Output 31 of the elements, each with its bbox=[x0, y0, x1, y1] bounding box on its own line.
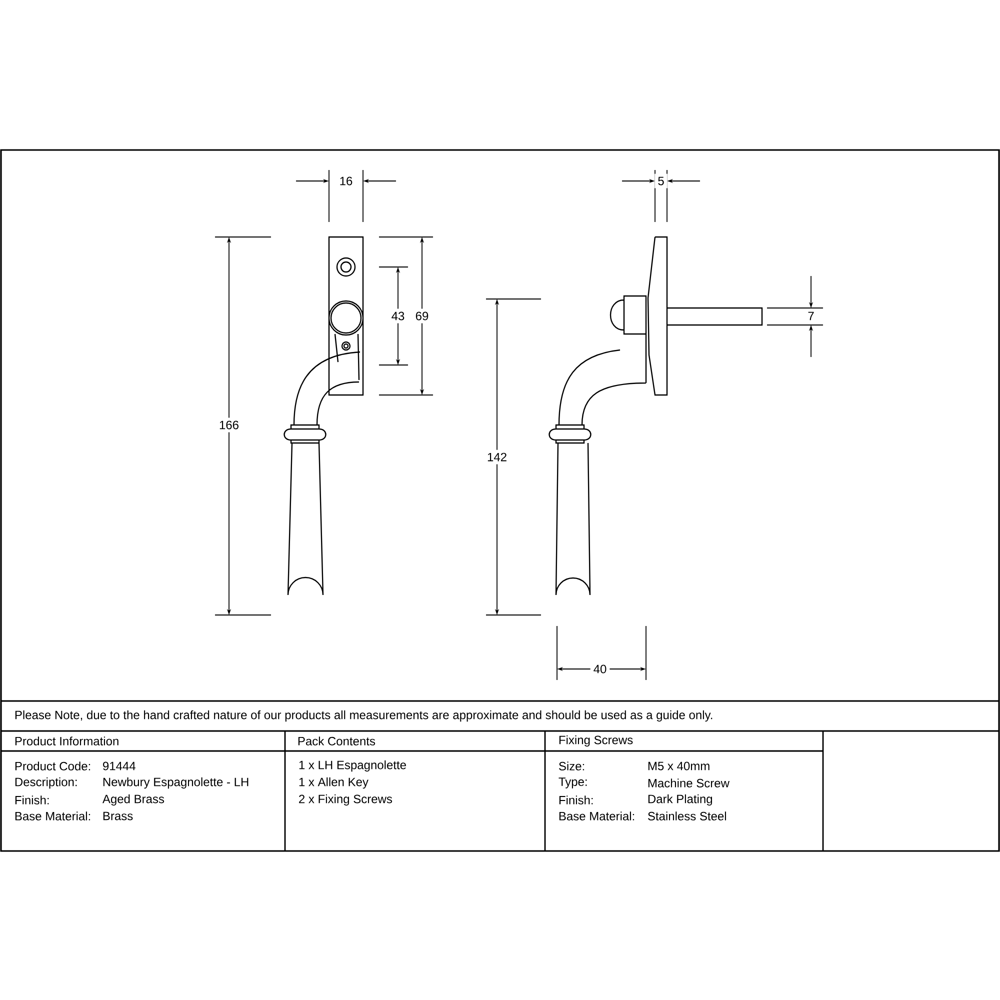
note-text: Please Note, due to the hand crafted nature of our products all measurements are approximate and should be used as a guide only. bbox=[15, 710, 712, 722]
dimension-value: 166 bbox=[216, 418, 242, 432]
field-label: Type: bbox=[558, 778, 587, 788]
field-label: Base Material: bbox=[559, 812, 634, 820]
list-item: 2 x Fixing Screws bbox=[299, 794, 392, 806]
field-value: Stainless Steel bbox=[648, 812, 726, 820]
dimension-value: 69 bbox=[412, 308, 432, 324]
dimension-value: 40 bbox=[590, 662, 610, 676]
field-value: Aged Brass bbox=[102, 794, 164, 806]
dimension-value: 16 bbox=[336, 174, 356, 188]
list-item: 1 x Allen Key bbox=[299, 777, 368, 789]
field-label: Finish: bbox=[559, 796, 593, 804]
column-heading: Pack Contents bbox=[298, 736, 376, 746]
dimension-value: 5 bbox=[654, 174, 668, 188]
field-value: 91444 bbox=[103, 762, 136, 770]
dimension-value: 7 bbox=[804, 308, 818, 324]
field-label: Description: bbox=[15, 777, 77, 789]
field-value: Newbury Espagnolette - LH bbox=[103, 777, 248, 789]
field-value: Machine Screw bbox=[648, 778, 730, 788]
dimension-value: 43 bbox=[388, 308, 408, 324]
list-item: 1 x LH Espagnolette bbox=[299, 760, 406, 772]
dimension-value: 142 bbox=[484, 450, 510, 464]
field-value: Brass bbox=[103, 812, 133, 820]
field-value: Dark Plating bbox=[648, 794, 712, 806]
column-heading: Fixing Screws bbox=[559, 735, 633, 747]
column-heading: Product Information bbox=[15, 736, 118, 746]
field-label: Product Code: bbox=[15, 762, 90, 770]
field-value: M5 x 40mm bbox=[648, 762, 710, 770]
field-label: Finish: bbox=[15, 796, 49, 804]
field-label: Base Material: bbox=[15, 812, 90, 820]
field-label: Size: bbox=[559, 762, 584, 770]
